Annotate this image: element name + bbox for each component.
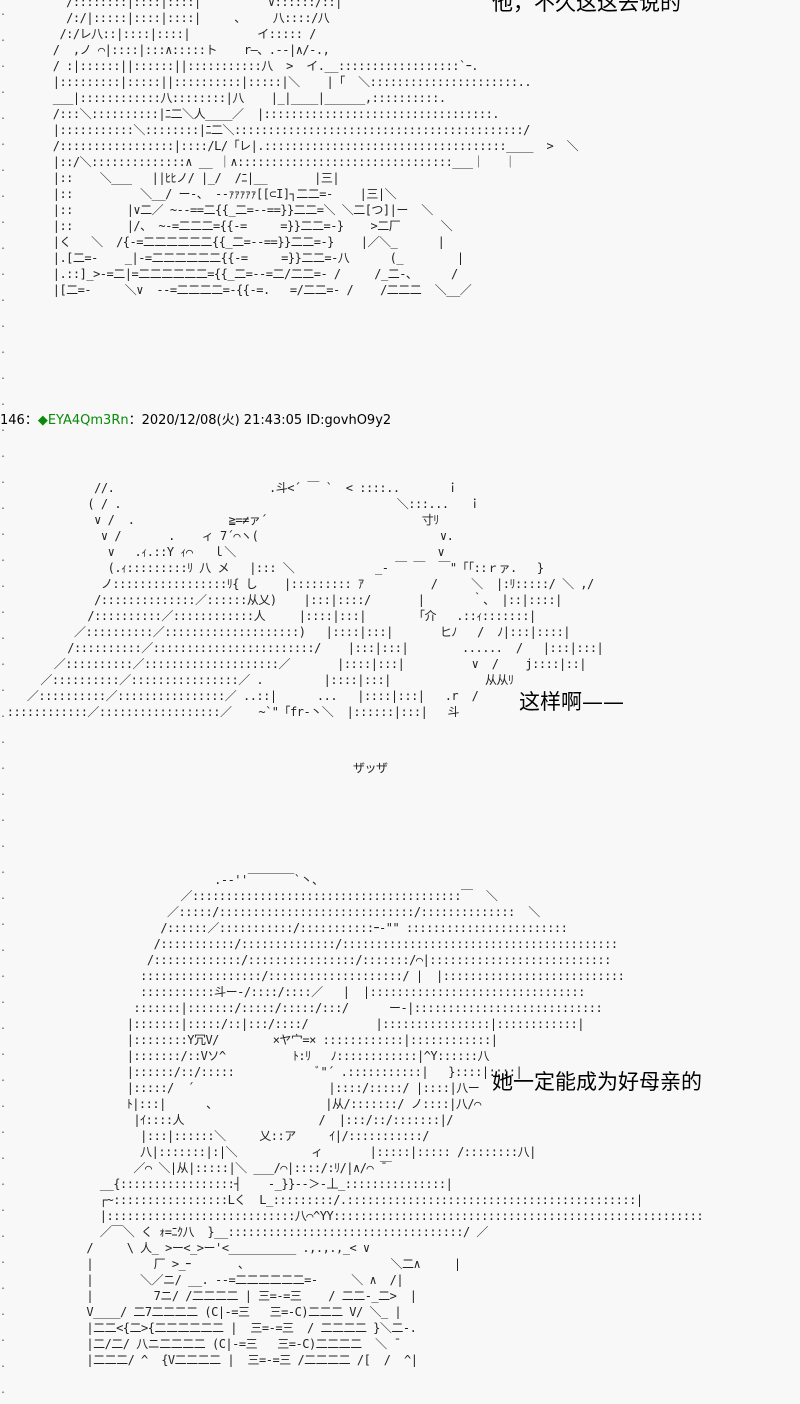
trip-diamond-icon: ◆ [37,413,48,428]
post-separator: ： [24,413,38,428]
post-number[interactable]: 146 [0,413,25,428]
ascii-art-figure-3: .-‐''￣￣￣￣`丶、 ／::::::::::::::::::::::::::… [86,873,704,1367]
post-header: 146：◆EYA4Qm3Rn：2020/12/08(火) 21:43:05 ID… [0,409,391,428]
left-edge-marks: . . . . . . . . . . . . . . . . . . . . … [0,7,7,1396]
panel-2-caption: 这样啊—— [519,690,624,714]
poster-trip: EYA4Qm3Rn [47,413,129,428]
post-datetime: ：2020/12/08(火) 21:43:05 [128,413,303,428]
art-panel-1: /::::::::|::::|::::| ∨::::::/::| /:/|:::… [0,0,800,345]
panel-3-caption: 她一定能成为好母亲的 [492,1070,702,1094]
sound-effect-text: ザッザ [353,761,388,775]
ascii-art-figure-2: //. .斗<´ ￣ ` < ::::.. ｉ ( / . ＼:::... ｉ … [6,481,604,775]
art-panel-3: .-‐''￣￣￣￣`丶、 ／::::::::::::::::::::::::::… [0,868,800,1400]
panel-1-caption: 他，不久这这去说的 [492,0,681,15]
art-panel-2: //. .斗<´ ￣ ` < ::::.. ｉ ( / . ＼:::... ｉ … [0,470,800,780]
ascii-art-figure-1: /::::::::|::::|::::| ∨::::::/::| /:/|:::… [52,0,579,297]
post-id[interactable]: ID:govhO9y2 [306,413,392,428]
